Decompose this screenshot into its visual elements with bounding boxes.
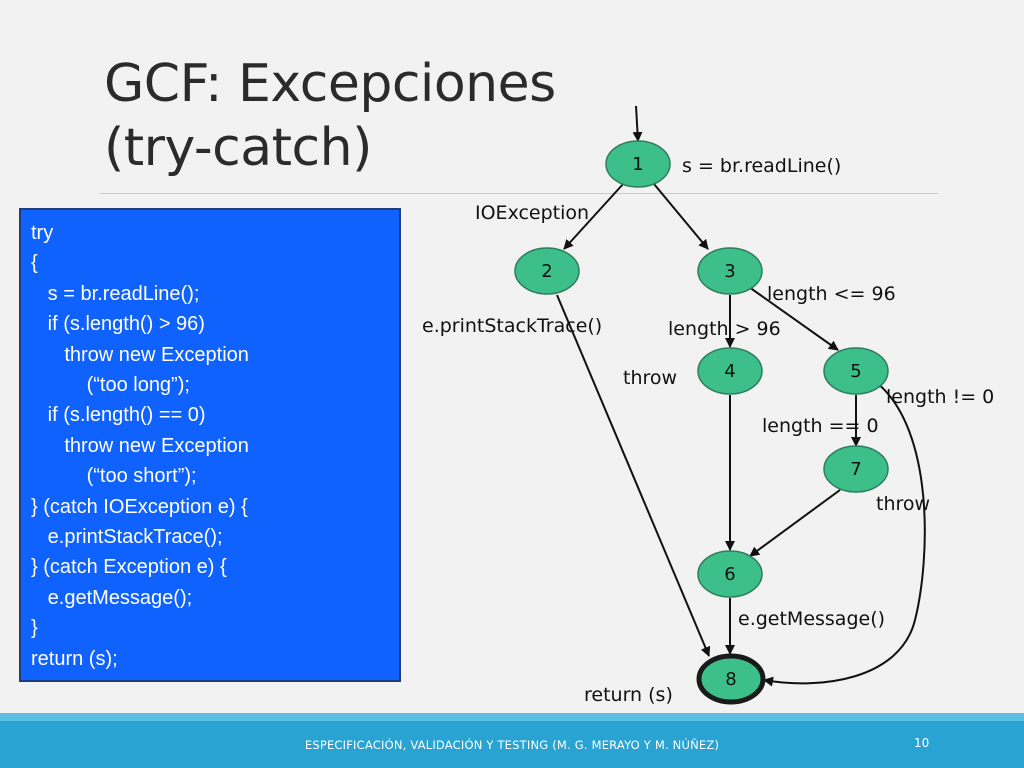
code-line: if (s.length() > 96) — [31, 313, 205, 336]
edge-1-3 — [653, 183, 709, 250]
node-7-label: 7 — [850, 459, 861, 480]
node-6-label: 6 — [724, 564, 735, 585]
slide-title-line-1: GCF: Excepciones — [104, 54, 556, 114]
label-length-eq-0: length == 0 — [762, 415, 879, 437]
node-3: 3 — [697, 247, 763, 295]
node-6: 6 — [697, 550, 763, 598]
code-line: } — [31, 617, 38, 640]
node-4-label: 4 — [724, 361, 735, 382]
code-line: } (catch IOException e) { — [31, 495, 248, 518]
node-5: 5 — [823, 347, 889, 395]
edge-start-1 — [632, 105, 643, 142]
code-line: (“too long”); — [31, 374, 190, 397]
node-2: 2 — [514, 247, 580, 295]
code-line: s = br.readLine(); — [31, 282, 200, 305]
label-return-s: return (s) — [584, 684, 673, 706]
code-line: (“too short”); — [31, 465, 197, 488]
code-line: e.getMessage(); — [31, 586, 193, 609]
edge-1-2 — [563, 182, 625, 250]
code-line: return (s); — [31, 647, 118, 670]
slide-title-line-2: (try-catch) — [104, 118, 372, 178]
code-line: { — [31, 252, 38, 275]
code-panel: try { s = br.readLine(); if (s.length() >… — [19, 208, 401, 682]
node-1: 1 — [605, 140, 671, 188]
graph-nodes: 1 2 3 4 5 7 6 8 — [514, 140, 889, 705]
label-throw-4: throw — [623, 367, 677, 389]
node-4: 4 — [697, 347, 763, 395]
code-line: throw new Exception — [31, 434, 249, 457]
graph-labels: s = br.readLine() IOException e.printSta… — [422, 155, 994, 706]
node-2-label: 2 — [541, 261, 552, 282]
page-number: 10 — [914, 736, 930, 750]
label-length-ne-0: length != 0 — [886, 386, 994, 408]
label-length-le-96: length <= 96 — [767, 283, 896, 305]
footer-accent-band — [0, 713, 1024, 721]
code-line: e.printStackTrace(); — [31, 526, 223, 549]
edge-7-6 — [749, 489, 841, 557]
title-divider — [100, 193, 938, 194]
edge-2-8 — [556, 294, 711, 657]
graph-edges — [556, 105, 926, 687]
code-line: if (s.length() == 0) — [31, 404, 206, 427]
edge-3-5 — [748, 286, 839, 351]
node-3-label: 3 — [724, 261, 735, 282]
code-line: } (catch Exception e) { — [31, 556, 227, 579]
label-get-message: e.getMessage() — [738, 608, 885, 630]
label-length-gt-96: length > 96 — [668, 318, 781, 340]
footer-text: ESPECIFICACIÓN, VALIDACIÓN Y TESTING (M.… — [304, 738, 720, 752]
edge-5-8 — [763, 381, 926, 687]
code-line: throw new Exception — [31, 343, 249, 366]
label-io-exception: IOException — [475, 202, 589, 224]
slide-title: GCF: Excepciones (try-catch) — [104, 52, 664, 180]
node-8-final: 8 — [696, 653, 766, 705]
node-1-label: 1 — [632, 154, 643, 175]
label-print-stack-trace: e.printStackTrace() — [422, 315, 602, 337]
label-throw-7: throw — [876, 493, 930, 515]
node-8-label: 8 — [725, 669, 736, 690]
node-7: 7 — [823, 445, 889, 493]
code-line: try — [31, 222, 54, 244]
control-flow-graph: 1 2 3 4 5 7 6 8 s = — [422, 105, 994, 706]
footer-bar — [0, 713, 1024, 768]
node-5-label: 5 — [850, 361, 861, 382]
label-read-line: s = br.readLine() — [682, 155, 841, 177]
